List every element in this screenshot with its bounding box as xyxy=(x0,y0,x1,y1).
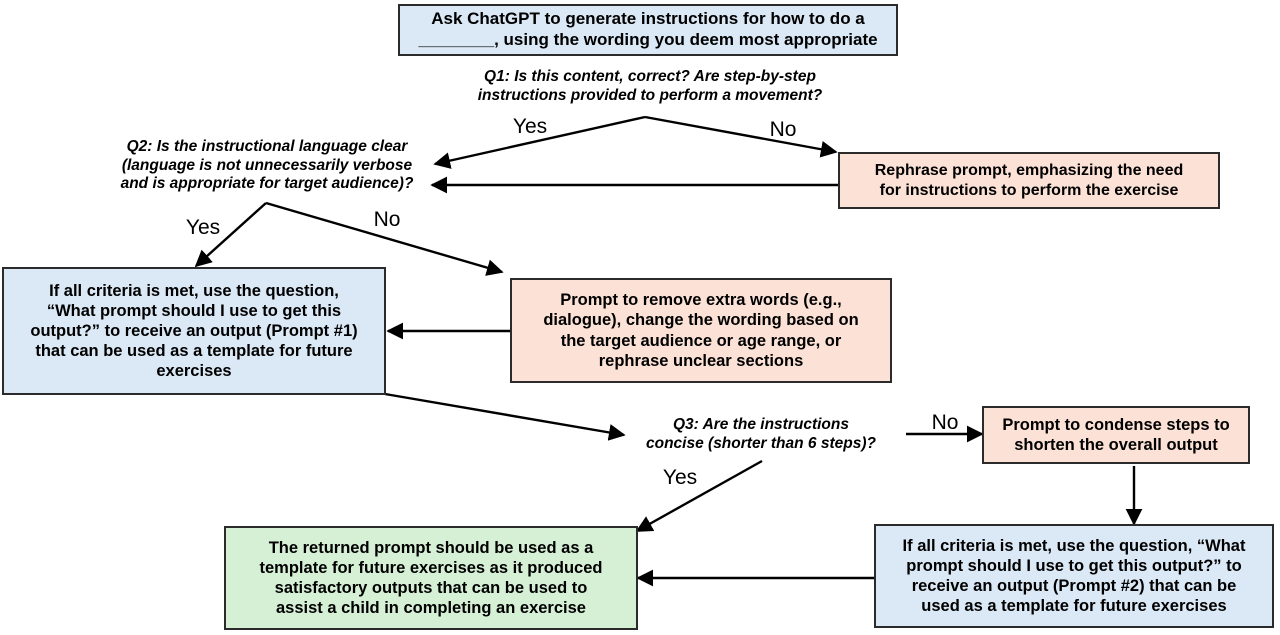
branch-label-q1-no: No xyxy=(769,118,797,141)
node-rephrase-prompt[interactable]: Rephrase prompt, emphasizing the need fo… xyxy=(838,152,1220,209)
question-q1: Q1: Is this content, correct? Are step-b… xyxy=(477,68,823,104)
branch-label-q2-no: No xyxy=(373,208,401,231)
branch-label-q3-yes: Yes xyxy=(662,466,698,489)
branch-label-q3-no: No xyxy=(931,411,959,434)
node-prompt-one-output[interactable]: If all criteria is met, use the question… xyxy=(2,267,386,395)
question-q2: Q2: Is the instructional language clear … xyxy=(120,138,414,193)
node-condense-steps[interactable]: Prompt to condense steps to shorten the … xyxy=(982,406,1250,464)
question-q3: Q3: Are the instructions concise (shorte… xyxy=(646,416,876,452)
branch-label-q1-yes: Yes xyxy=(512,115,548,138)
node-final-outcome[interactable]: The returned prompt should be used as a … xyxy=(224,526,638,630)
node-start[interactable]: Ask ChatGPT to generate instructions for… xyxy=(398,4,898,56)
edge-prompt-one-to-q3 xyxy=(384,392,626,441)
branch-label-q2-yes: Yes xyxy=(185,216,221,239)
node-prompt-two-output[interactable]: If all criteria is met, use the question… xyxy=(874,524,1274,628)
node-remove-extra-words[interactable]: Prompt to remove extra words (e.g., dial… xyxy=(510,278,892,383)
